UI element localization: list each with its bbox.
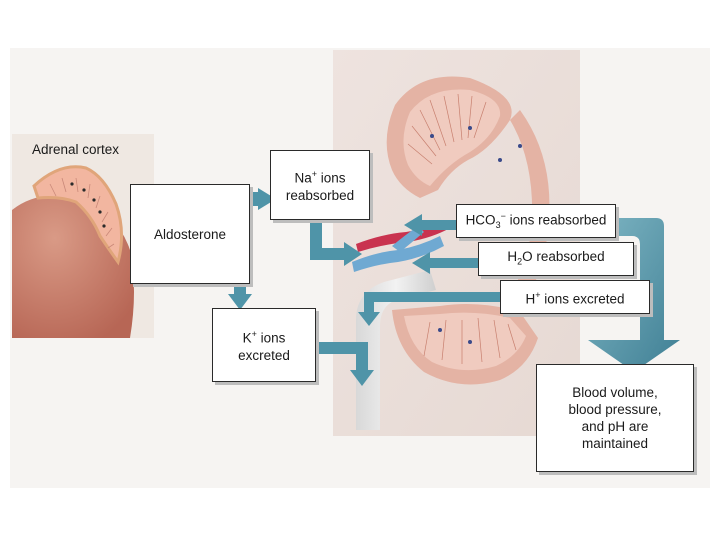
hco3-reabsorbed-box: HCO3− ions reabsorbed bbox=[456, 204, 616, 238]
arrow-to-na bbox=[250, 188, 276, 210]
hco3-label: HCO3− ions reabsorbed bbox=[465, 210, 607, 231]
outcome-box: Blood volume, blood pressure, and pH are… bbox=[536, 364, 694, 472]
arrow-hco3-to-vessel bbox=[404, 214, 456, 236]
arrow-h-to-ureter bbox=[358, 292, 500, 326]
arrow-na-to-vessel bbox=[310, 218, 362, 266]
flow-arrows bbox=[228, 188, 500, 386]
k-excreted-box: K+ ions excreted bbox=[212, 308, 316, 382]
h2o-label: H2O reabsorbed bbox=[507, 248, 605, 267]
outcome-label: Blood volume, blood pressure, and pH are… bbox=[568, 385, 662, 451]
h2o-reabsorbed-box: H2O reabsorbed bbox=[478, 242, 634, 276]
arrow-k-to-ureter bbox=[316, 342, 374, 386]
aldosterone-label: Aldosterone bbox=[153, 226, 227, 242]
k-label: K+ ions excreted bbox=[238, 329, 290, 363]
h-excreted-box: H+ ions excreted bbox=[500, 280, 650, 314]
na-reabsorbed-box: Na+ ions reabsorbed bbox=[270, 150, 370, 220]
arrow-h2o-to-vessel bbox=[412, 252, 478, 274]
h-label: H+ ions excreted bbox=[525, 289, 625, 307]
aldosterone-box: Aldosterone bbox=[130, 184, 250, 284]
arrow-to-outcome bbox=[588, 218, 680, 372]
adrenal-cortex-label: Adrenal cortex bbox=[32, 142, 120, 157]
kidney-panel bbox=[333, 50, 580, 436]
na-label: Na+ ions reabsorbed bbox=[285, 169, 355, 203]
